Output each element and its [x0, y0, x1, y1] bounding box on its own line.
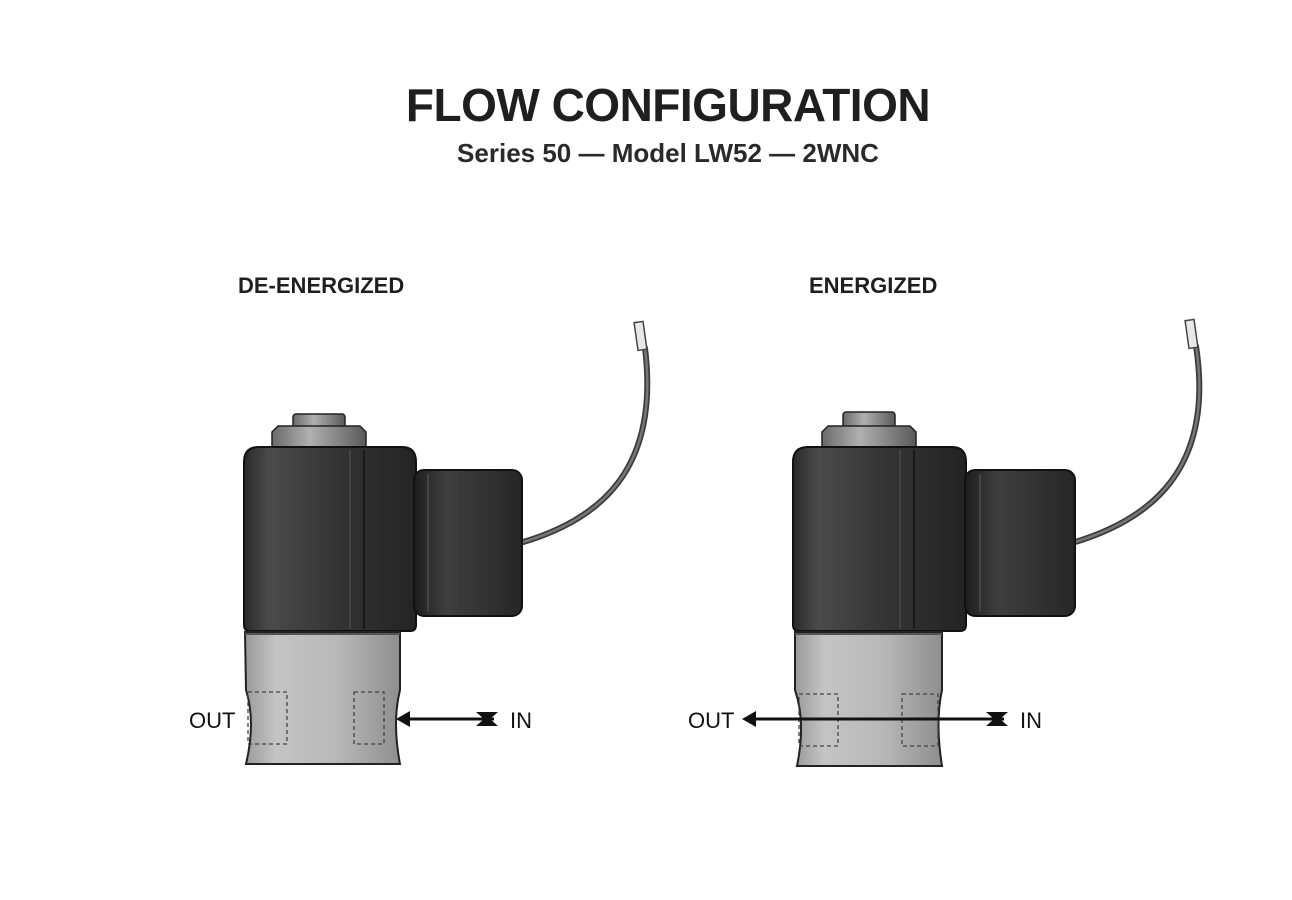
page-title: FLOW CONFIGURATION	[405, 79, 931, 131]
valve-energized: OUT IN	[688, 318, 1203, 767]
wire-tip	[633, 320, 648, 352]
wire-tip	[1184, 318, 1199, 350]
inflow-arrow	[396, 711, 498, 727]
in-label: IN	[510, 708, 532, 733]
connector-housing	[964, 469, 1076, 617]
out-port-outline	[247, 691, 288, 745]
through-flow-arrow	[742, 711, 1008, 727]
valve-de-energized: OUT IN	[189, 320, 651, 765]
coil-housing	[792, 446, 967, 632]
in-port-outline	[353, 691, 385, 745]
coil-housing	[243, 446, 417, 632]
state-label-energized: ENERGIZED	[809, 273, 938, 298]
page-subtitle: Series 50 — Model LW52 — 2WNC	[457, 138, 879, 168]
in-label: IN	[1020, 708, 1042, 733]
out-label: OUT	[189, 708, 235, 733]
valve-body	[243, 631, 402, 765]
out-label: OUT	[688, 708, 734, 733]
connector-housing	[413, 469, 523, 617]
state-label-de-energized: DE-ENERGIZED	[238, 273, 405, 298]
